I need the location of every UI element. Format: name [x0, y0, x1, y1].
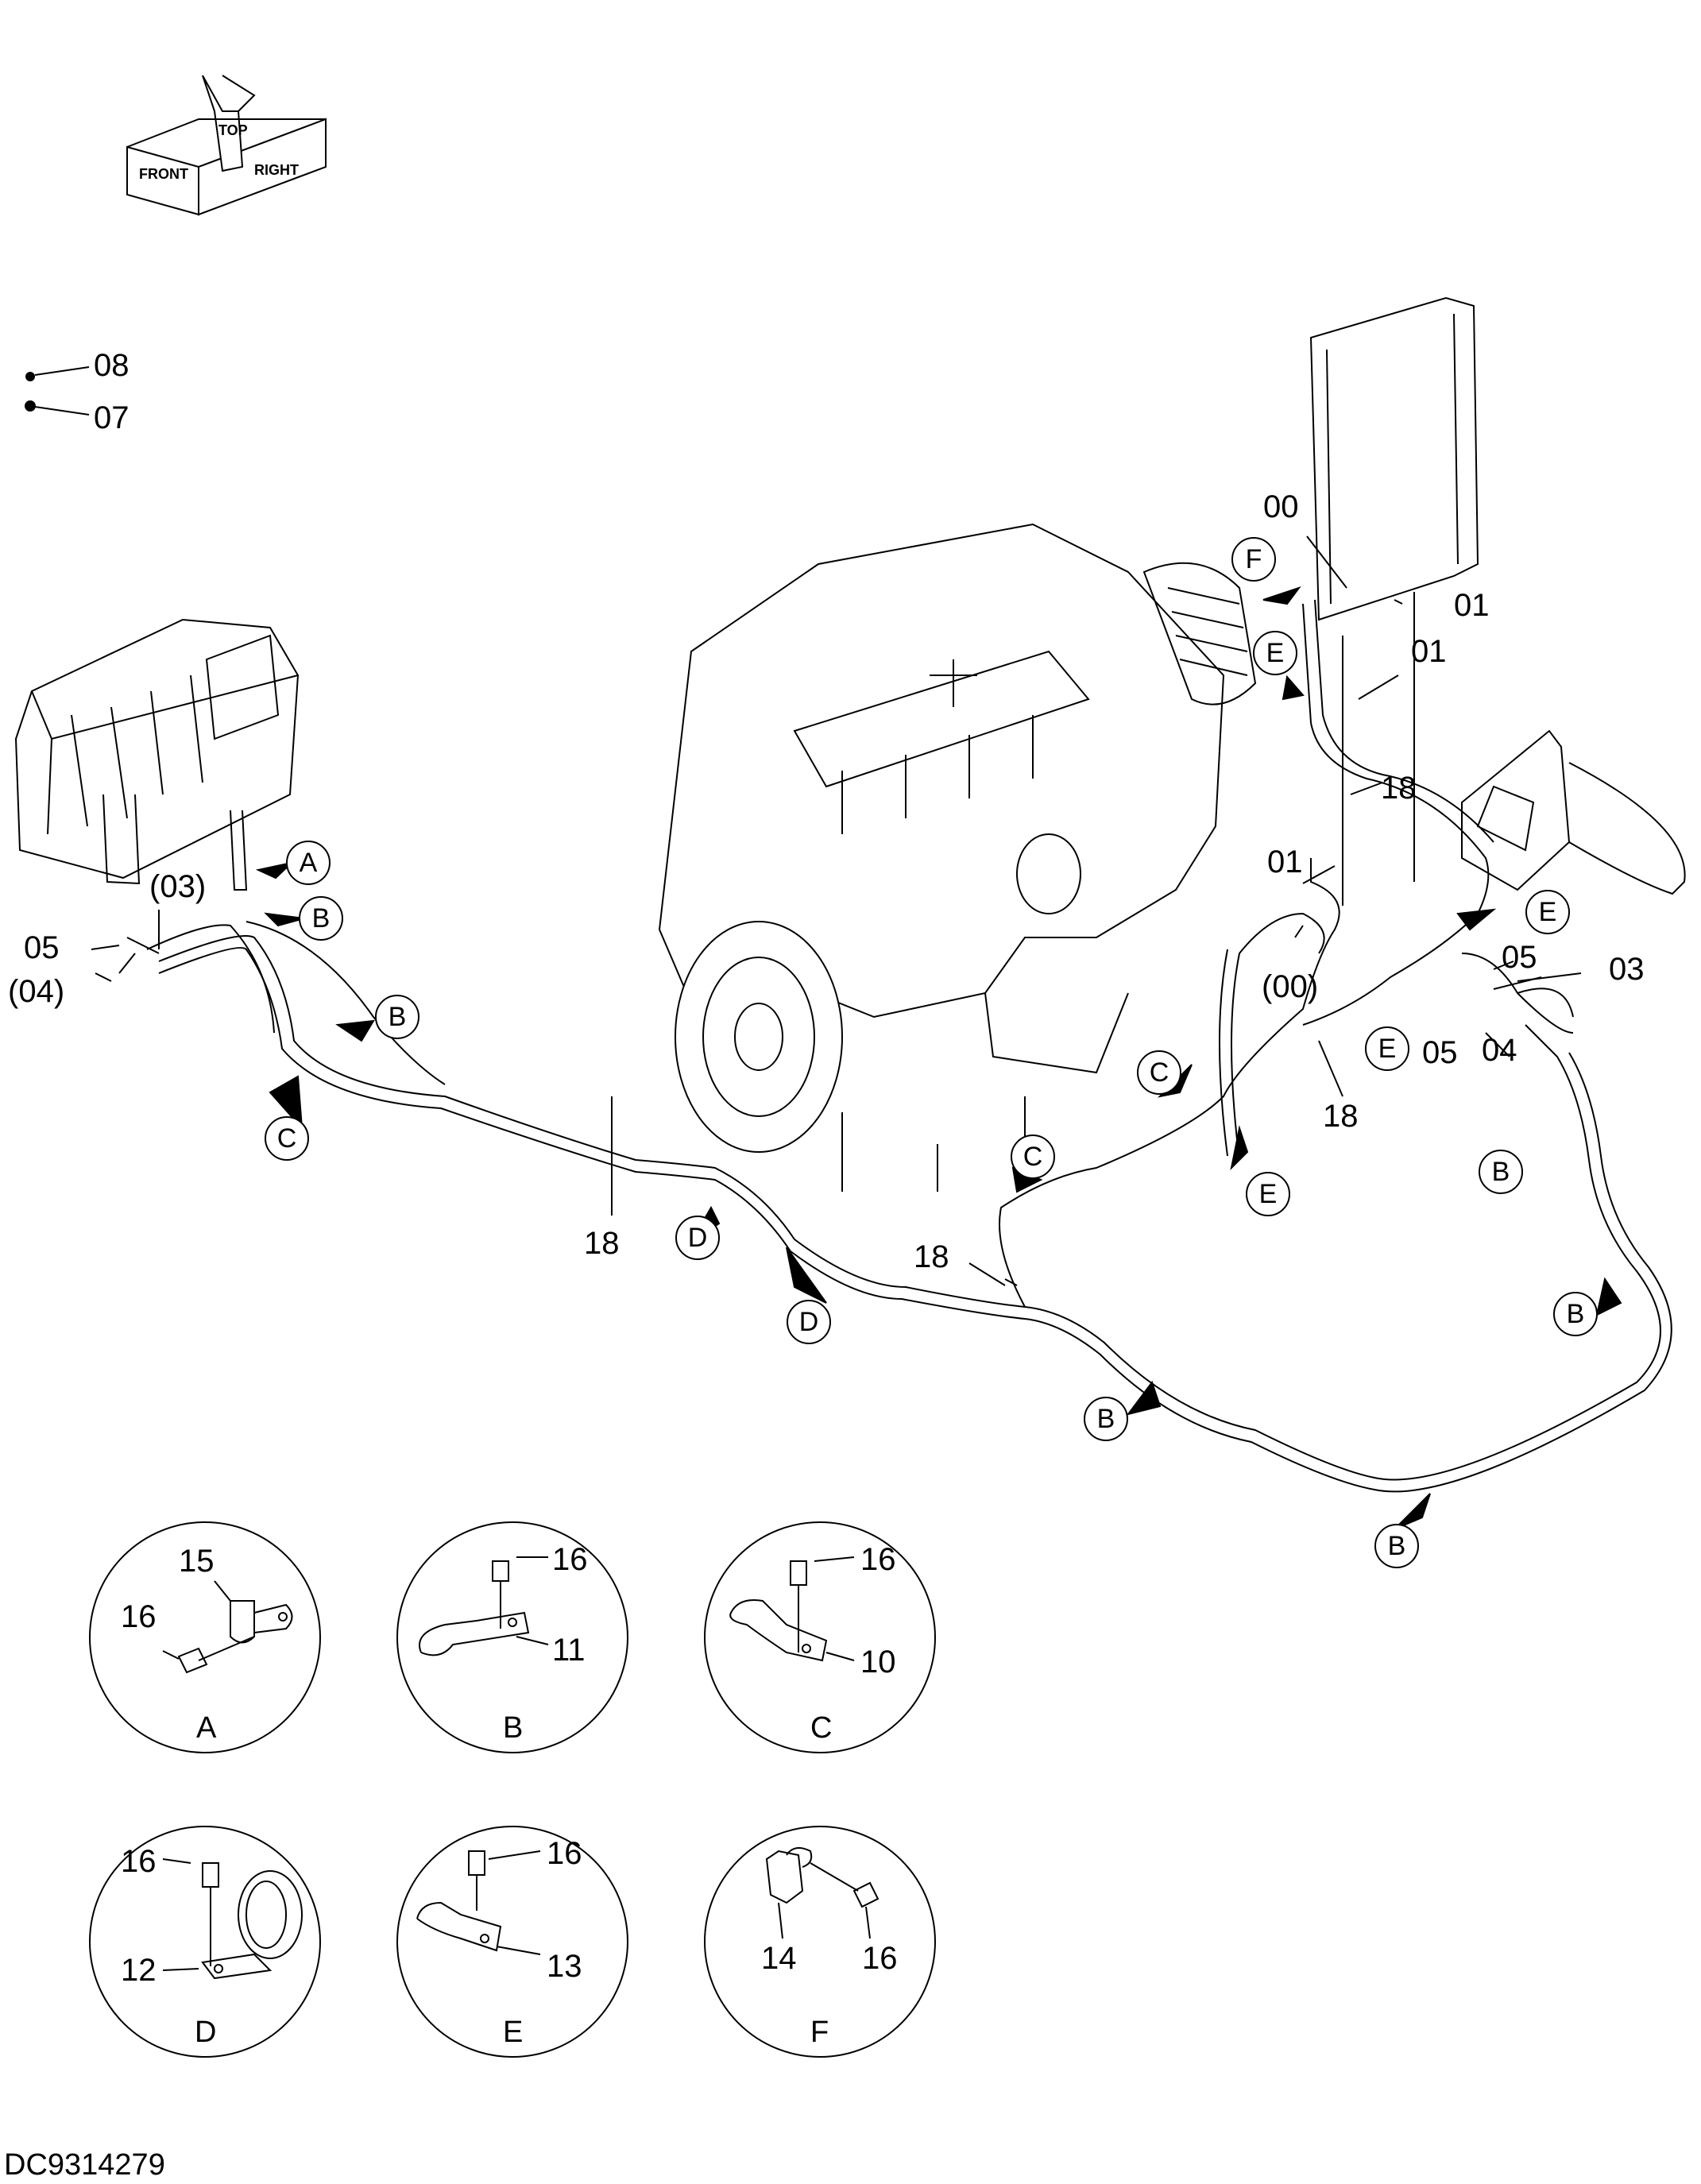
detail-a-letter: A — [196, 1711, 217, 1745]
callout-b: B — [299, 896, 343, 941]
callout-e: E — [1365, 1026, 1409, 1071]
detail-e-part-16: 16 — [547, 1836, 582, 1871]
part-label-18: 18 — [584, 1226, 620, 1261]
callout-e: E — [1246, 1172, 1290, 1216]
callout-d: D — [675, 1216, 720, 1260]
part-label-04: 04 — [1482, 1033, 1517, 1068]
part-label-08: 08 — [94, 348, 130, 383]
callout-b: B — [1479, 1150, 1523, 1194]
detail-b-part-16: 16 — [552, 1542, 588, 1577]
orientation-top-text: TOP — [218, 122, 248, 138]
detail-d-part-12: 12 — [121, 1953, 157, 1988]
detail-e-letter: E — [503, 2016, 524, 2049]
condenser — [1309, 296, 1479, 906]
part-label-03-paren: (03) — [149, 869, 207, 904]
orientation-front-text: FRONT — [139, 166, 188, 182]
part-label-07: 07 — [94, 400, 130, 435]
engine — [658, 523, 1257, 1192]
receiver-dryer-bracket — [1461, 729, 1686, 895]
callout-c: C — [265, 1116, 309, 1161]
orientation-symbol — [126, 75, 327, 216]
detail-c-letter: C — [810, 1711, 833, 1745]
callout-e: E — [1525, 890, 1570, 934]
detail-e-part-13: 13 — [547, 1949, 582, 1984]
part-label-18: 18 — [914, 1239, 949, 1274]
callout-c: C — [1011, 1135, 1055, 1179]
part-label-03: 03 — [1609, 952, 1645, 987]
callout-b: B — [1374, 1524, 1419, 1568]
callout-b: B — [375, 995, 419, 1039]
drawing-number: DC9314279 — [4, 2148, 165, 2182]
part-label-00: 00 — [1263, 489, 1299, 524]
part-label-01: 01 — [1454, 588, 1490, 623]
detail-d-letter: D — [195, 2016, 217, 2049]
detail-d-part-16: 16 — [121, 1844, 157, 1879]
detail-c-part-16: 16 — [860, 1542, 896, 1577]
orientation-labels: FRONT TOP RIGHT — [139, 122, 299, 182]
air-conditioner-unit — [14, 618, 300, 891]
part-label-05: 05 — [1502, 940, 1537, 975]
callout-c: C — [1137, 1050, 1181, 1095]
callout-e: E — [1253, 631, 1297, 675]
part-label-04-paren: (04) — [8, 974, 65, 1009]
callout-d: D — [787, 1300, 831, 1344]
part-label-01: 01 — [1267, 845, 1303, 879]
part-label-18: 18 — [1381, 771, 1417, 806]
detail-b-letter: B — [503, 1711, 524, 1745]
callout-f: F — [1231, 537, 1276, 582]
callout-b: B — [1084, 1397, 1128, 1441]
part-label-00-paren: (00) — [1262, 969, 1319, 1004]
part-label-05: 05 — [1422, 1035, 1458, 1070]
detail-a-part-15: 15 — [179, 1544, 215, 1579]
callout-b: B — [1553, 1292, 1598, 1336]
detail-b-part-11: 11 — [552, 1633, 586, 1668]
detail-f-letter: F — [810, 2016, 829, 2049]
callout-a: A — [286, 841, 331, 885]
part-label-18: 18 — [1323, 1099, 1359, 1134]
detail-c-part-10: 10 — [860, 1645, 896, 1680]
detail-a-part-16: 16 — [121, 1599, 157, 1634]
part-label-05: 05 — [24, 930, 60, 965]
part-label-01: 01 — [1411, 634, 1447, 669]
detail-f-part-14: 14 — [761, 1941, 797, 1976]
orientation-right-text: RIGHT — [254, 162, 299, 178]
detail-f-part-16: 16 — [862, 1941, 898, 1976]
